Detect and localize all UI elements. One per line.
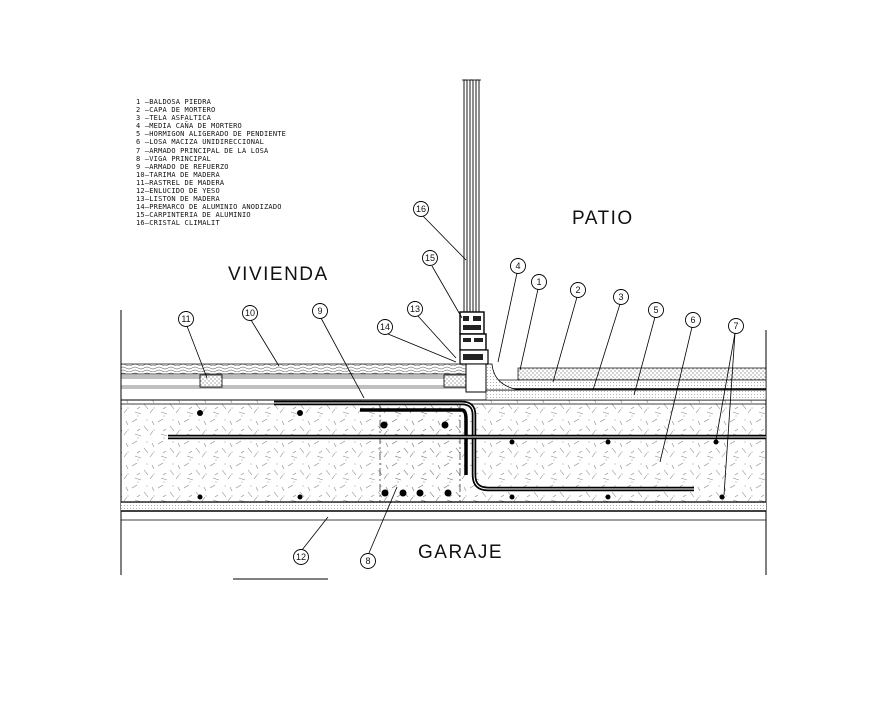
legend-item: 15–CARPINTERIA DE ALUMINIO [136, 211, 251, 220]
callout-12: 12 [293, 549, 309, 565]
svg-text:7: 7 [733, 321, 738, 331]
legend-item: 5 –HORMIGON ALIGERADO DE PENDIENTE [136, 130, 287, 139]
svg-text:10: 10 [245, 308, 255, 318]
svg-text:8: 8 [365, 556, 370, 566]
glass-pane-outer [463, 79, 468, 313]
callout-9: 9 [312, 303, 328, 319]
callout-5: 5 [648, 302, 664, 318]
legend-item: 7 –ARMADO PRINCIPAL DE LA LOSA [136, 146, 269, 155]
rebar-sections [197, 410, 725, 500]
callout-7: 7 [728, 318, 744, 334]
svg-text:5: 5 [653, 305, 658, 315]
svg-text:12: 12 [296, 552, 306, 562]
callout-4: 4 [510, 258, 526, 274]
callout-14: 14 [377, 319, 393, 335]
legend-item: 13–LISTON DE MADERA [136, 195, 220, 204]
callout-8: 8 [360, 553, 376, 569]
wood-batten-left [199, 374, 223, 388]
callout-16: 16 [413, 201, 429, 217]
svg-text:3: 3 [618, 292, 623, 302]
frame-base [465, 363, 487, 393]
callout-3: 3 [613, 289, 629, 305]
aluminium-frame-upper [459, 311, 485, 335]
glass-pane-inner [475, 79, 480, 313]
legend-item: 16–CRISTAL CLIMALIT [136, 219, 220, 228]
svg-text:14: 14 [380, 322, 390, 332]
callout-15: 15 [422, 250, 438, 266]
svg-text:16: 16 [416, 204, 426, 214]
legend-item: 12–ENLUCIDO DE YESO [136, 187, 220, 196]
svg-text:4: 4 [515, 261, 520, 271]
svg-text:13: 13 [410, 304, 420, 314]
legend-item: 8 –VIGA PRINCIPAL [136, 154, 212, 163]
callout-10: 10 [242, 305, 258, 321]
legend-item: 6 –LOSA MACIZA UNIDIRECCIONAL [136, 138, 265, 147]
legend-item: 1 –BALDOSA PIEDRA [136, 98, 212, 106]
zone-label-patio: PATIO [572, 208, 634, 229]
plaster-layer [121, 502, 766, 511]
wood-batten-right [443, 374, 467, 388]
legend-item: 9 –ARMADO DE REFUERZO [136, 162, 229, 171]
svg-text:9: 9 [317, 306, 322, 316]
legend-item: 14–PREMARCO DE ALUMINIO ANODIZADO [136, 203, 282, 212]
legend-item: 10–TARIMA DE MADERA [136, 170, 220, 179]
callout-13: 13 [407, 301, 423, 317]
legend-item: 4 –MEDIA CAÑA DE MORTERO [136, 122, 242, 131]
svg-text:6: 6 [690, 315, 695, 325]
callout-2: 2 [570, 282, 586, 298]
callout-1: 1 [531, 274, 547, 290]
callout-11: 11 [178, 311, 194, 327]
legend-item: 11–RASTREL DE MADERA [136, 178, 225, 187]
callout-leaders [186, 215, 736, 554]
svg-text:2: 2 [575, 285, 580, 295]
svg-text:15: 15 [425, 253, 435, 263]
mortar-cove [485, 363, 521, 391]
zone-label-vivienda: VIVIENDA [228, 264, 329, 285]
svg-text:11: 11 [181, 314, 190, 324]
beam-main [380, 404, 460, 502]
legend-item: 2 –CAPA DE MORTERO [136, 106, 216, 115]
legend-item: 3 –TELA ASFALTICA [136, 114, 212, 123]
callout-6: 6 [685, 312, 701, 328]
zone-label-garaje: GARAJE [418, 542, 504, 563]
wood-deck [120, 363, 467, 375]
svg-text:1: 1 [536, 277, 541, 287]
